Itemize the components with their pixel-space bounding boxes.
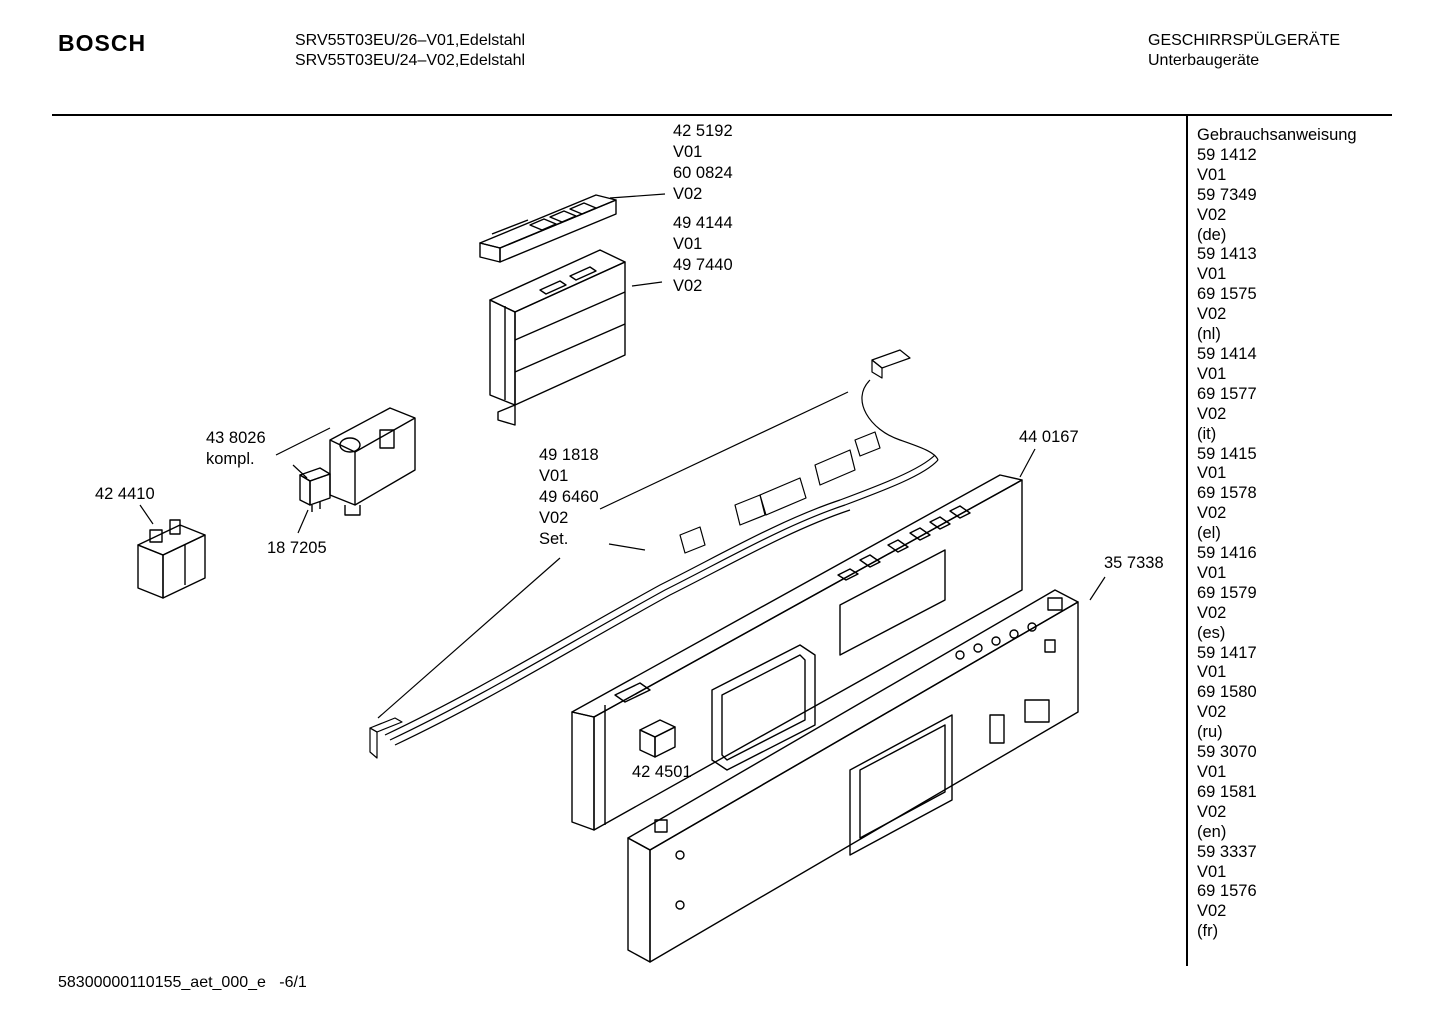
callout-frame: 35 7338 <box>1104 553 1164 574</box>
callout-module-cover: 42 5192 V01 60 0824 V02 <box>673 121 733 205</box>
sidebar-rule <box>1186 116 1188 966</box>
switch-assembly-part <box>329 407 416 516</box>
manual-entry: 69 1577 <box>1197 384 1257 403</box>
callout-line: 18 7205 <box>267 539 327 557</box>
manual-entry: (el) <box>1197 524 1221 543</box>
control-module-part <box>489 249 626 426</box>
manual-entry: 59 3337 <box>1197 842 1257 861</box>
callout-relay: 42 4410 <box>95 484 155 505</box>
module-cover-part <box>479 194 617 263</box>
leader-lines <box>139 193 1106 719</box>
callout-line: 60 0824 <box>673 164 733 182</box>
manual-entry: V02 <box>1197 404 1227 423</box>
callout-line: 49 1818 <box>539 446 599 464</box>
manual-entry: 69 1581 <box>1197 782 1257 801</box>
manual-entry: V02 <box>1197 504 1227 523</box>
callout-line: 43 8026 <box>206 429 266 447</box>
manual-entry: 59 1415 <box>1197 444 1257 463</box>
knob-part <box>639 719 676 758</box>
manual-entry: 59 1417 <box>1197 643 1257 662</box>
manual-entry: 59 7349 <box>1197 185 1257 204</box>
manual-entry: (ru) <box>1197 723 1223 742</box>
callout-line: V01 <box>673 143 703 161</box>
category-title: GESCHIRRSPÜLGERÄTE <box>1148 32 1341 49</box>
brand-logo: BOSCH <box>58 30 147 56</box>
manual-entry: 69 1576 <box>1197 882 1257 901</box>
manuals-sidebar: Gebrauchsanweisung 59 1412 V01 59 7349 V… <box>1197 126 1357 942</box>
callout-line: V02 <box>539 509 569 527</box>
callout-harness: 49 1818 V01 49 6460 V02 Set. <box>539 445 599 550</box>
manual-entry: V02 <box>1197 603 1227 622</box>
manual-entry: (it) <box>1197 424 1217 443</box>
manual-entry: 59 1414 <box>1197 344 1257 363</box>
model-line-1: SRV55T03EU/26–V01,Edelstahl <box>295 32 526 49</box>
manual-entry: (en) <box>1197 822 1227 841</box>
document-code: 58300000110155_aet_000_e -6/1 <box>58 974 307 991</box>
manual-entry: (es) <box>1197 623 1226 642</box>
manual-entry: 59 1416 <box>1197 544 1257 563</box>
wiring-harness-part <box>369 349 939 759</box>
manual-entry: V02 <box>1197 902 1227 921</box>
callout-line: kompl. <box>206 450 255 468</box>
model-line-2: SRV55T03EU/24–V02,Edelstahl <box>295 52 526 69</box>
manual-entry: V01 <box>1197 464 1227 483</box>
suppressor-part <box>299 467 331 512</box>
manual-entry: V01 <box>1197 364 1227 383</box>
manual-entry: V01 <box>1197 563 1227 582</box>
manual-entry: 69 1578 <box>1197 484 1257 503</box>
header-rule <box>52 114 1392 116</box>
manual-entry: V01 <box>1197 165 1227 184</box>
callout-line: V02 <box>673 277 703 295</box>
manual-entry: V02 <box>1197 703 1227 722</box>
frame-part <box>627 589 1079 963</box>
callout-suppressor: 18 7205 <box>267 538 327 559</box>
callout-line: 49 7440 <box>673 256 733 274</box>
callout-control-module: 49 4144 V01 49 7440 V02 <box>673 213 733 297</box>
callout-knob: 42 4501 <box>632 762 692 783</box>
manual-entry: 69 1575 <box>1197 285 1257 304</box>
model-list: SRV55T03EU/26–V01,Edelstahl SRV55T03EU/2… <box>295 31 525 71</box>
manual-entry: V01 <box>1197 265 1227 284</box>
callout-panel: 44 0167 <box>1019 427 1079 448</box>
control-panel-part <box>571 474 1023 831</box>
callout-line: 42 4410 <box>95 485 155 503</box>
manual-entry: 69 1579 <box>1197 583 1257 602</box>
subcategory-title: Unterbaugeräte <box>1148 52 1260 69</box>
manual-entry: 59 1413 <box>1197 245 1257 264</box>
manual-entry: V02 <box>1197 802 1227 821</box>
callout-line: 42 5192 <box>673 122 733 140</box>
manual-entry: V01 <box>1197 763 1227 781</box>
callout-switch: 43 8026 kompl. <box>206 428 266 470</box>
callout-line: V01 <box>539 467 569 485</box>
category-block: GESCHIRRSPÜLGERÄTE Unterbaugeräte <box>1148 31 1340 71</box>
exploded-view-drawing <box>137 193 1106 963</box>
manual-entry: (de) <box>1197 225 1227 244</box>
manual-entry: V01 <box>1197 862 1227 881</box>
manual-entry: 69 1580 <box>1197 683 1257 702</box>
callout-line: 44 0167 <box>1019 428 1079 446</box>
manual-entry: V02 <box>1197 205 1227 224</box>
manual-entry: 59 3070 <box>1197 743 1257 762</box>
callout-line: 35 7338 <box>1104 554 1164 572</box>
manuals-title: Gebrauchsanweisung <box>1197 126 1357 144</box>
manual-entry: 59 1412 <box>1197 145 1257 164</box>
callout-line: V01 <box>673 235 703 253</box>
manual-entry: (nl) <box>1197 325 1221 344</box>
callout-line: 42 4501 <box>632 763 692 781</box>
callout-line: V02 <box>673 185 703 203</box>
manual-entry: V01 <box>1197 663 1227 682</box>
manual-entry: (fr) <box>1197 922 1219 941</box>
callout-line: Set. <box>539 530 569 548</box>
callout-line: 49 6460 <box>539 488 599 506</box>
callout-line: 49 4144 <box>673 214 733 232</box>
relay-part <box>137 519 206 599</box>
manual-entry: V02 <box>1197 305 1227 324</box>
